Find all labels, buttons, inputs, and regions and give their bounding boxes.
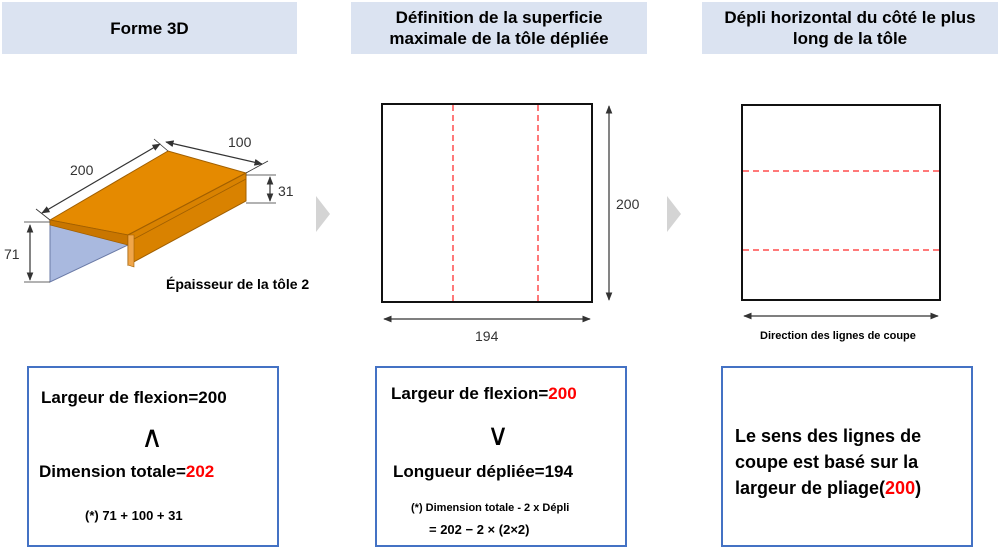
header-forme-3d-text: Forme 3D [110, 18, 189, 38]
label-200: 200 [70, 162, 94, 178]
box1-line2-prefix: Dimension totale= [39, 462, 186, 481]
thickness-label: Épaisseur de la tôle 2 [166, 276, 310, 292]
header-depli-line2: long de la tôle [792, 29, 908, 48]
box1-line2-value: 202 [185, 462, 215, 481]
box1-formula: (*) 71 + 100 + 31 [85, 508, 183, 523]
header-superficie-line2: maximale de la tôle dépliée [389, 29, 609, 48]
box2-line2: Longueur dépliée=194 [393, 462, 573, 481]
box-cut-direction: Le sens des lignes de coupe est basé sur… [721, 366, 973, 547]
flow-arrow-2 [667, 196, 681, 232]
cut-sheet-diagram [741, 104, 941, 320]
label-194: 194 [475, 328, 499, 344]
header-superficie-line1: Définition de la superficie [395, 8, 603, 27]
label-100: 100 [228, 134, 252, 150]
header-superficie: Définition de la superficie maximale de … [351, 2, 647, 54]
dim-line-200 [41, 143, 161, 214]
header-depli: Dépli horizontal du côté le plus long de… [702, 2, 998, 54]
cut-sheet-rect [741, 104, 941, 301]
shape-3d-diagram: 200 100 31 71 [4, 134, 294, 283]
box-unfolded-length: Largeur de flexion=200 ∨ Longueur déplié… [375, 366, 627, 547]
box3-line3-value: 200 [885, 478, 916, 498]
label-31: 31 [278, 183, 294, 199]
header-forme-3d: Forme 3D [2, 2, 297, 54]
header-depli-line1: Dépli horizontal du côté le plus [724, 8, 976, 27]
box-bend-width-3d: Largeur de flexion=200 ∧ Dimension total… [27, 366, 279, 547]
direction-label: Direction des lignes de coupe [760, 330, 916, 342]
box2-symbol: ∨ [487, 419, 509, 452]
box1-symbol: ∧ [141, 421, 163, 454]
box2-formula: = 202 − 2 × (2×2) [429, 522, 530, 537]
box3-line1: Le sens des lignes de [735, 426, 922, 446]
label-71: 71 [4, 246, 20, 262]
dim-line-100 [165, 140, 263, 166]
right-flange-thickness [127, 234, 135, 268]
box3-line3-prefix: largeur de pliage( [735, 478, 886, 498]
box2-line1-prefix: Largeur de flexion= [391, 384, 549, 403]
box3-line3-suffix: ) [915, 478, 922, 498]
label-200-vertical: 200 [616, 196, 640, 212]
box1-line2: Dimension totale=202 [39, 462, 214, 482]
box2-line1: Largeur de flexion=200 [391, 384, 577, 404]
flat-sheet-rect [381, 103, 593, 303]
flat-sheet-diagram: 194 200 [381, 103, 640, 344]
flow-arrow-1 [316, 196, 330, 232]
box1-line1: Largeur de flexion=200 [41, 388, 227, 407]
box2-line1-value: 200 [548, 384, 577, 403]
box3-line3: largeur de pliage(200) [735, 478, 921, 499]
box3-line2: coupe est basé sur la [735, 452, 919, 472]
box2-note: (*) Dimension totale - 2 x Dépli [411, 502, 570, 514]
